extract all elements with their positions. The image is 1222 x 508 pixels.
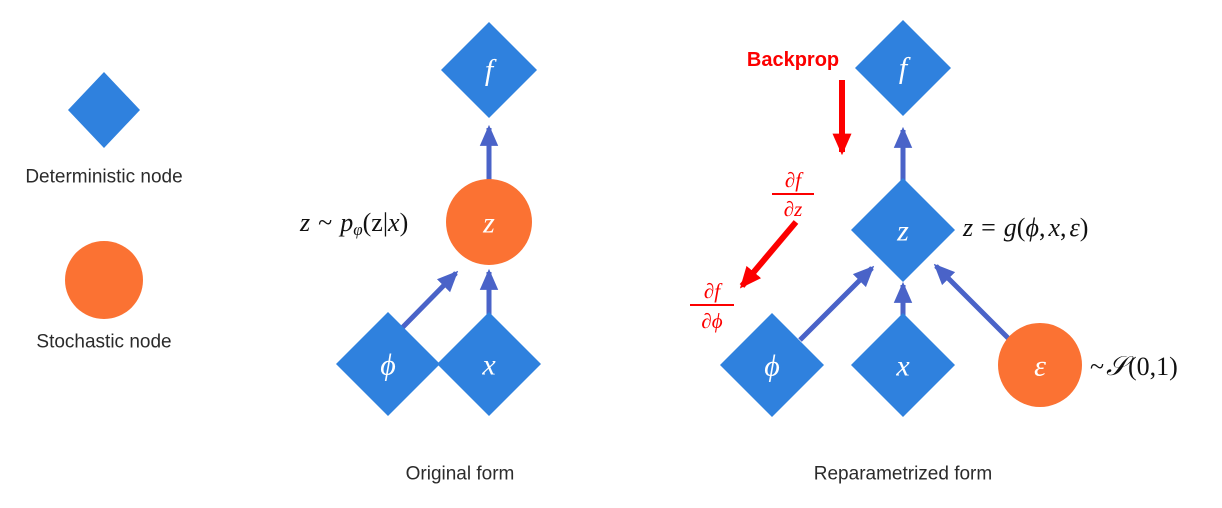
node-f-rp[interactable] [855, 20, 951, 116]
node-phi-rp-label: ϕ [764, 350, 780, 383]
grad-phi-numerator: ∂f [704, 279, 723, 303]
legend-stochastic-circle [65, 241, 143, 319]
annotation-backprop-label: Backprop [747, 49, 839, 71]
annotation-z-equation: z=g(ϕ,x,ε) [962, 213, 1088, 242]
legend-deterministic-diamond [68, 72, 140, 148]
caption-original-form: Original form [406, 464, 515, 485]
annotation-grad-phi: ∂f ∂ϕ [690, 279, 734, 333]
caption-reparametrized-form: Reparametrized form [814, 464, 992, 485]
node-x-label: x [481, 349, 496, 382]
node-phi[interactable] [336, 312, 440, 416]
legend: Deterministic node Stochastic node [25, 72, 183, 353]
node-x-rp[interactable] [851, 313, 955, 417]
edge-phi-to-z-rp [798, 265, 875, 342]
node-epsilon[interactable] [998, 323, 1082, 407]
node-epsilon-label: ε [1034, 350, 1046, 383]
edge-phi-to-z [398, 270, 459, 332]
annotation-grad-z: ∂f ∂z [772, 168, 814, 221]
node-z[interactable] [446, 179, 532, 265]
node-x-rp-label: x [895, 350, 910, 383]
annotation-epsilon-distribution: ~𝒮(0,1) [1090, 351, 1178, 381]
legend-stochastic-label: Stochastic node [36, 332, 171, 353]
grad-phi-denominator: ∂ϕ [701, 309, 722, 333]
node-f[interactable] [441, 22, 537, 118]
z-distribution-text: z~pφ(z|x) [299, 208, 408, 239]
node-x[interactable] [437, 312, 541, 416]
legend-deterministic-label: Deterministic node [25, 167, 182, 188]
node-z-rp-label: z [896, 215, 909, 248]
edge-epsilon-to-z-rp [933, 263, 1012, 342]
diagram-reparametrized-form: f z z=g(ϕ,x,ε) ϕ x ε ~𝒮(0,1) Backprop [690, 20, 1178, 485]
diagram-original-form: f z z~pφ(z|x) ϕ x Original form [299, 22, 541, 485]
backprop-arrow-diagonal [739, 220, 799, 289]
node-phi-rp[interactable] [720, 313, 824, 417]
grad-z-numerator: ∂f [785, 168, 804, 192]
node-z-rp[interactable] [851, 178, 955, 282]
grad-z-denominator: ∂z [784, 197, 803, 221]
node-z-label: z [482, 207, 495, 240]
node-phi-label: ϕ [380, 349, 396, 382]
annotation-z-distribution: z~pφ(z|x) [299, 208, 408, 239]
